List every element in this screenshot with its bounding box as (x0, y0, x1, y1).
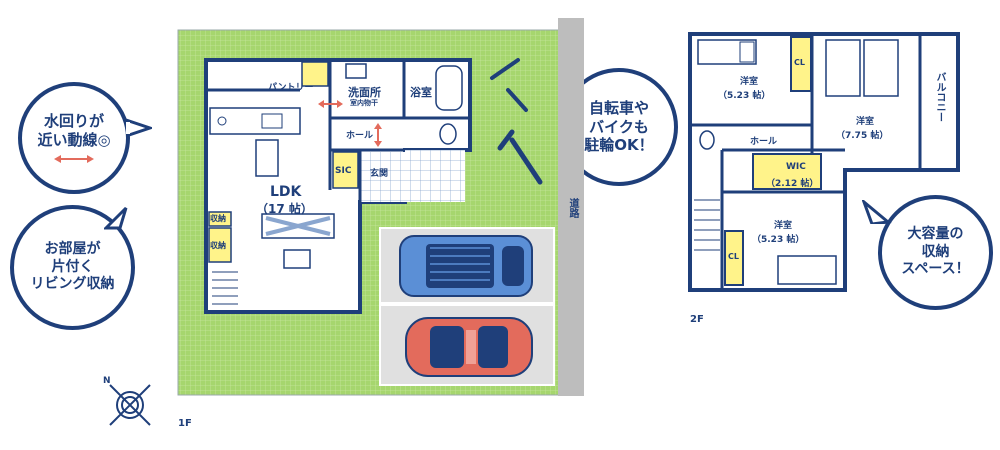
double-arrow-icon (374, 123, 382, 147)
room-label-balcony: バルコニー (934, 72, 945, 122)
room-label-entrance: 玄関 (370, 169, 389, 179)
road (558, 18, 584, 396)
callout-text: 大容量の (907, 226, 964, 243)
callout-text: 片付く (51, 258, 94, 275)
bathtub (435, 65, 463, 111)
room-label-hall-1f: ホール (346, 131, 374, 141)
bed (825, 39, 861, 97)
kitchen-counter (209, 107, 301, 135)
room-label-wic: WIC (786, 162, 806, 172)
callout-text: 駐輪OK！ (584, 136, 654, 155)
washbasin (345, 63, 367, 79)
double-arrow-icon (318, 100, 343, 108)
road-label: 道路 (567, 198, 578, 218)
double-arrow-icon (54, 154, 94, 163)
room-label-room3: 洋室 (774, 221, 793, 231)
compass-icon (109, 384, 151, 426)
red-car-icon (405, 317, 533, 377)
room-label-ldk-size: （17 帖） (256, 202, 313, 216)
stairs-2f (694, 199, 720, 251)
bed (863, 39, 899, 97)
callout-text: 収納 (921, 243, 950, 260)
callout-text: 近い動線◎ (37, 131, 111, 149)
callout-large-storage: 大容量の 収納 スペース！ (878, 195, 993, 310)
closet-room3 (724, 230, 744, 286)
dining-table (255, 139, 279, 177)
callout-text: 自転車や (588, 98, 649, 117)
stairs-1f (212, 271, 238, 305)
room-label-pantry: パントリー (268, 83, 314, 93)
callout-tail (126, 118, 152, 138)
room-label-storage-b: 収納 (210, 241, 226, 250)
room-label-room2: 洋室 (856, 117, 875, 127)
room-label-room2-size: （7.75 帖） (836, 131, 889, 141)
callout-text: バイクも (589, 117, 649, 136)
coffee-table (283, 249, 311, 269)
motorcycle-icon (497, 129, 543, 185)
callout-water-circulation: 水回りが 近い動線◎ (18, 82, 130, 194)
room-label-storage-a: 収納 (210, 214, 226, 223)
toilet (439, 123, 457, 145)
floor-label-1f: 1F (178, 418, 192, 429)
room-label-hall-2f: ホール (750, 137, 778, 147)
closet-room1 (790, 36, 812, 92)
room-label-room3-size: （5.23 帖） (752, 235, 805, 245)
room-label-sic: SIC (335, 166, 352, 176)
room-label-wic-size: （2.12 帖） (766, 179, 819, 189)
bicycle-icon (490, 58, 528, 112)
room-label-cl1: CL (794, 58, 805, 67)
callout-tail (862, 200, 892, 224)
walk-in-closet (752, 153, 822, 190)
bed (777, 255, 837, 285)
callout-text: スペース！ (901, 261, 970, 278)
floor2-outer-wall (688, 32, 960, 292)
room-label-room1: 洋室 (740, 77, 759, 87)
room-label-room1-size: （5.23 帖） (718, 91, 771, 101)
room-label-bath: 浴室 (410, 86, 432, 99)
compass-north-letter: N (103, 376, 111, 386)
room-label-cl2: CL (728, 252, 739, 261)
room-label-ldk: LDK (270, 184, 302, 200)
toilet (699, 130, 715, 150)
room-label-washroom: 洗面所 (348, 86, 381, 99)
callout-text: 水回りが (43, 112, 104, 131)
room-label-indoor-drying: 室内物干 (350, 99, 378, 107)
callout-text: リビング収納 (30, 276, 115, 293)
blue-car-icon (399, 235, 533, 297)
floor-label-2f: 2F (690, 314, 704, 325)
callout-tail (104, 206, 128, 230)
porch-tile (405, 150, 465, 200)
callout-text: お部屋が (44, 241, 101, 258)
